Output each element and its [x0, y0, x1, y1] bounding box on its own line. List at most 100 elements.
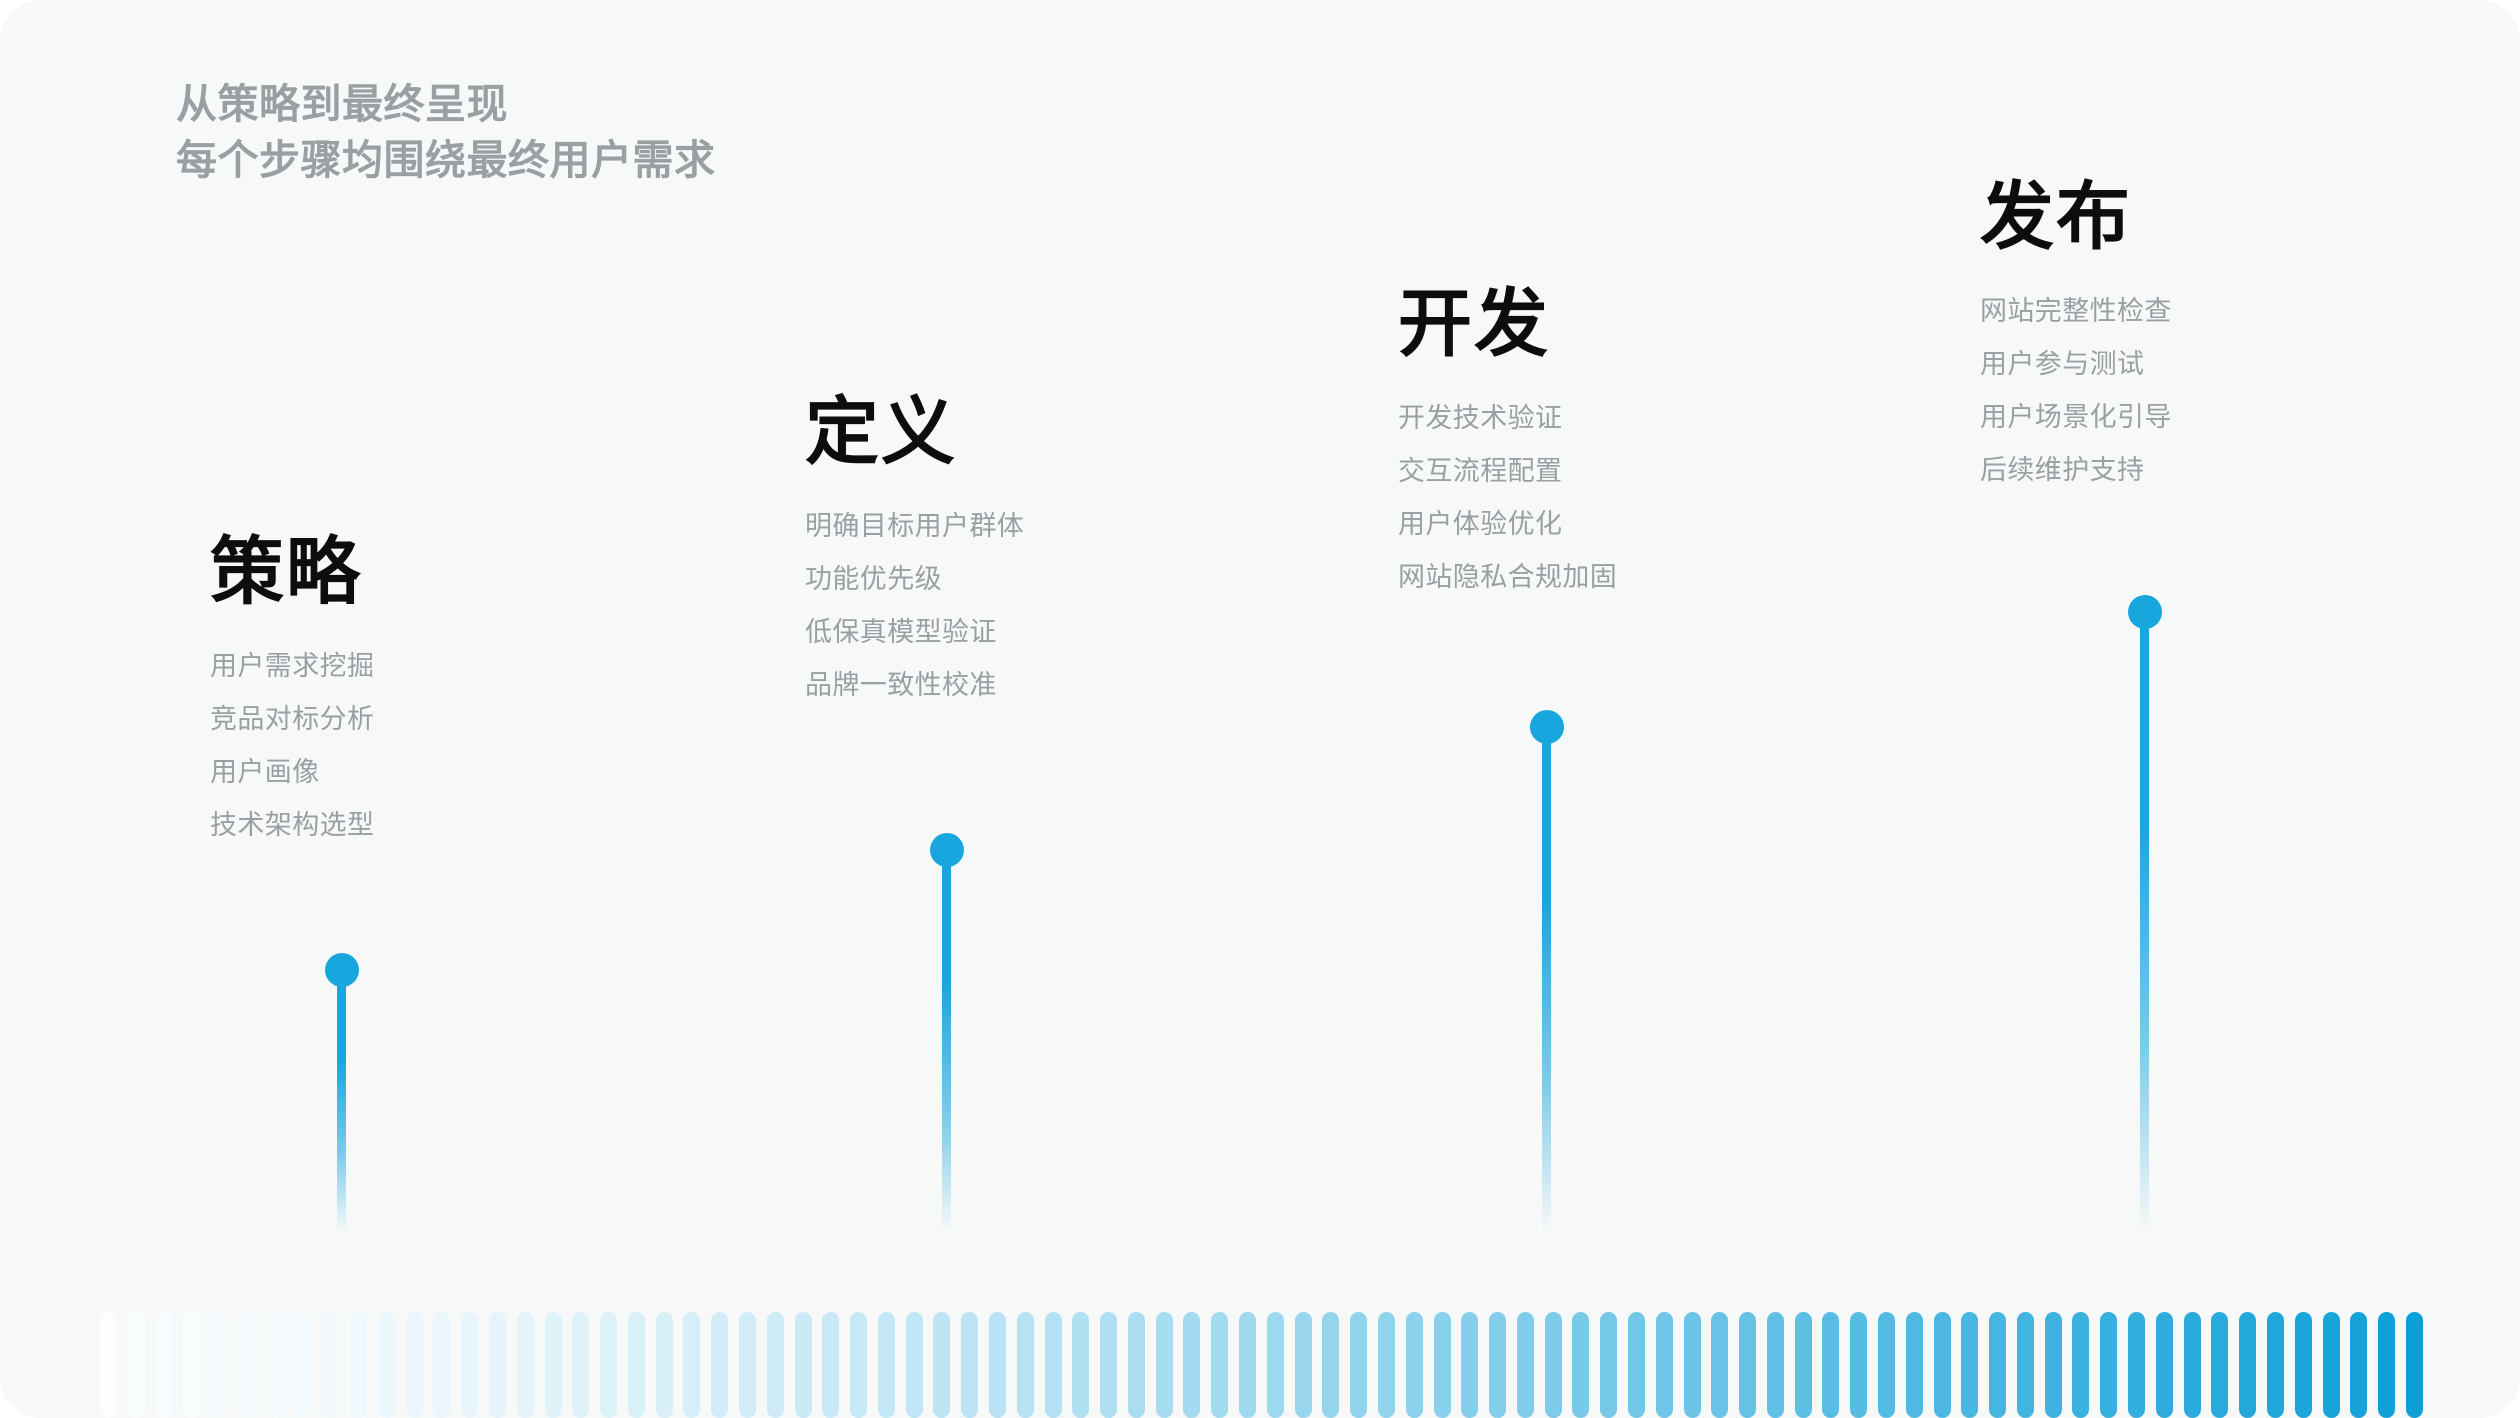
gradient-bar [905, 1312, 923, 1418]
gradient-bar [1600, 1312, 1618, 1418]
gradient-bar [1961, 1312, 1979, 1418]
gradient-bar [405, 1312, 423, 1418]
gradient-bar [2378, 1312, 2396, 1418]
gradient-bar [1433, 1312, 1451, 1418]
stage-item: 网站隐私合规加固 [1398, 562, 1618, 592]
gradient-bar [516, 1312, 534, 1418]
gradient-bar [1266, 1312, 1284, 1418]
gradient-bar [294, 1312, 312, 1418]
header-block: 从策略到最终呈现 每个步骤均围绕最终用户需求 [176, 78, 716, 191]
stage-title-2: 定义 [805, 390, 957, 473]
gradient-bar [1350, 1312, 1368, 1418]
gradient-bar [961, 1312, 979, 1418]
gradient-bar [600, 1312, 618, 1418]
stage-item: 功能优先级 [805, 564, 942, 594]
gradient-bar [155, 1312, 173, 1418]
gradient-bar-strip [100, 1312, 2424, 1418]
gradient-bar [1211, 1312, 1229, 1418]
gradient-bar [461, 1312, 479, 1418]
gradient-bar [211, 1312, 229, 1418]
gradient-bar [377, 1312, 395, 1418]
gradient-bar [1239, 1312, 1257, 1418]
gradient-bar [183, 1312, 201, 1418]
gradient-bar [2322, 1312, 2340, 1418]
gradient-bar [433, 1312, 451, 1418]
gradient-bar [1627, 1312, 1645, 1418]
stage-item: 品牌一致性校准 [805, 670, 997, 700]
gradient-bar [266, 1312, 284, 1418]
gradient-bar [1072, 1312, 1090, 1418]
stage-title-3: 开发 [1398, 282, 1550, 365]
gradient-bar [1183, 1312, 1201, 1418]
gradient-bar [711, 1312, 729, 1418]
gradient-bar [2266, 1312, 2284, 1418]
header-line-1: 从策略到最终呈现 [176, 81, 508, 127]
gradient-bar [1016, 1312, 1034, 1418]
milestone-stem-2 [942, 850, 951, 1232]
gradient-bar [738, 1312, 756, 1418]
stage-item: 用户场景化引导 [1980, 402, 2172, 432]
gradient-bar [127, 1312, 145, 1418]
stage-title-4: 发布 [1980, 175, 2132, 258]
gradient-bar [1766, 1312, 1784, 1418]
gradient-bar [1711, 1312, 1729, 1418]
gradient-bar [2350, 1312, 2368, 1418]
stage-item: 明确目标用户群体 [805, 511, 1025, 541]
gradient-bar [933, 1312, 951, 1418]
stage-item: 技术架构选型 [210, 810, 375, 840]
milestone-stem-4 [2140, 612, 2149, 1232]
gradient-bar [2239, 1312, 2257, 1418]
stage-item: 用户需求挖掘 [210, 651, 375, 681]
gradient-bar [488, 1312, 506, 1418]
gradient-bar [1905, 1312, 1923, 1418]
gradient-bar [1850, 1312, 1868, 1418]
gradient-bar [544, 1312, 562, 1418]
gradient-bar [2016, 1312, 2034, 1418]
gradient-bar [1683, 1312, 1701, 1418]
gradient-bar [1878, 1312, 1895, 1418]
stage-column-1: 策略 用户需求挖掘 竞品对标分析 用户画像 技术架构选型 [210, 535, 374, 865]
stage-item: 开发技术验证 [1398, 403, 1563, 433]
stage-item: 竞品对标分析 [210, 704, 375, 734]
gradient-bar [350, 1312, 368, 1418]
gradient-bar [1100, 1312, 1118, 1418]
gradient-bar [2294, 1312, 2312, 1418]
gradient-bar [572, 1312, 590, 1418]
gradient-bar [655, 1312, 673, 1418]
gradient-bar [1405, 1312, 1423, 1418]
gradient-bar [1461, 1312, 1479, 1418]
gradient-bar [100, 1312, 117, 1418]
stage-items-1: 用户需求挖掘 竞品对标分析 用户画像 技术架构选型 [210, 653, 374, 839]
gradient-bar [1155, 1312, 1173, 1418]
gradient-bar [2100, 1312, 2118, 1418]
gradient-bar [766, 1312, 784, 1418]
gradient-bar [1739, 1312, 1757, 1418]
header-line-2: 每个步骤均围绕最终用户需求 [176, 137, 716, 184]
gradient-bar [1322, 1312, 1340, 1418]
gradient-bar [1489, 1312, 1507, 1418]
stage-title-1: 策略 [210, 530, 362, 613]
gradient-bar [1127, 1312, 1145, 1418]
gradient-bar [1989, 1312, 2007, 1418]
stage-item: 低保真模型验证 [805, 617, 997, 647]
gradient-bar [850, 1312, 868, 1418]
gradient-bar [794, 1312, 812, 1418]
stage-item: 交互流程配置 [1398, 456, 1563, 486]
gradient-bar [627, 1312, 645, 1418]
gradient-bar [238, 1312, 256, 1418]
stage-item: 用户体验优化 [1398, 509, 1563, 539]
gradient-bar [2044, 1312, 2062, 1418]
gradient-bar [1294, 1312, 1312, 1418]
stage-item: 网站完整性检查 [1980, 296, 2172, 326]
gradient-bar [989, 1312, 1006, 1418]
gradient-bar [1655, 1312, 1673, 1418]
stage-column-2: 定义 明确目标用户群体 功能优先级 低保真模型验证 品牌一致性校准 [805, 395, 1024, 725]
gradient-bar [1822, 1312, 1840, 1418]
stage-column-3: 开发 开发技术验证 交互流程配置 用户体验优化 网站隐私合规加固 [1398, 287, 1617, 617]
gradient-bar [1933, 1312, 1951, 1418]
stage-items-3: 开发技术验证 交互流程配置 用户体验优化 网站隐私合规加固 [1398, 405, 1617, 591]
gradient-bar [1044, 1312, 1062, 1418]
stage-column-4: 发布 网站完整性检查 用户参与测试 用户场景化引导 后续维护支持 [1980, 180, 2172, 510]
gradient-bar [2405, 1312, 2423, 1418]
gradient-bar [322, 1312, 340, 1418]
